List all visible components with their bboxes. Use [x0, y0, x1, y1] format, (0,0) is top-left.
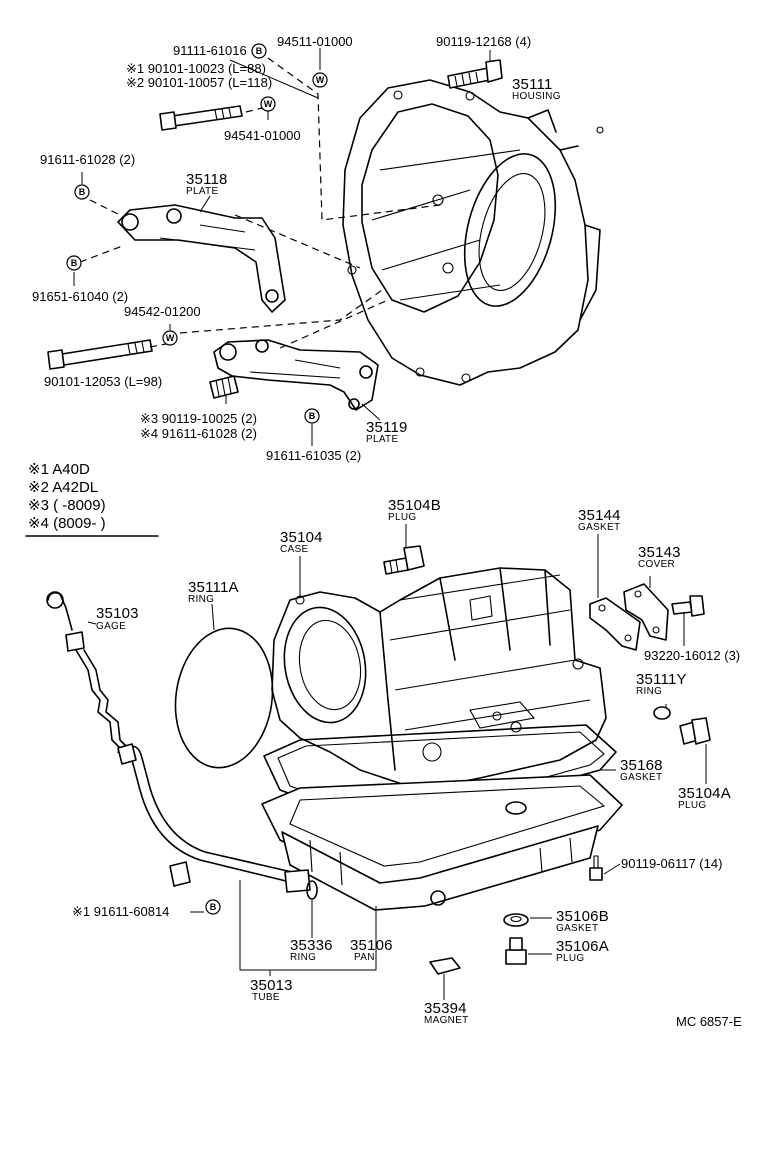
plug-35104b-part-name: PLUG — [388, 512, 417, 523]
tube-35013-part-name: TUBE — [252, 992, 280, 1003]
ring-35111a-drawing — [174, 627, 274, 769]
tube-gage-drawing — [46, 591, 311, 893]
bolt-note1-label: ※1 90101-10023 (L=88) — [126, 61, 266, 76]
plug-35104a-part-number: 35104A — [678, 785, 731, 802]
ring-35336-part-number: 35336 — [290, 937, 333, 954]
bolt-91651-61040-label: 91651-61040 (2) — [32, 289, 129, 304]
bolt-badge-icon: B — [210, 902, 217, 912]
cover-35143-part-name: COVER — [638, 559, 676, 570]
bolt-91611-61035-label: 91611-61035 (2) — [266, 448, 362, 463]
legend-note-3: ※3 ( -8009) — [28, 497, 106, 514]
bolt-90119-06117-label: 90119-06117 (14) — [621, 856, 723, 871]
case-part-name: CASE — [280, 544, 309, 555]
gasket-35106b-part-name: GASKET — [556, 923, 599, 934]
stud-note4-label: ※4 91611-61028 (2) — [140, 426, 257, 441]
plate-35119-part-name: PLATE — [366, 434, 399, 445]
plug-35106a-part-name: PLUG — [556, 953, 585, 964]
washer-badge-icon: W — [264, 99, 273, 109]
ring-35336-drawing — [306, 880, 318, 900]
bolt-badge-icon: B — [71, 258, 78, 268]
ring-35111y-part-name: RING — [636, 686, 663, 697]
bolt-90119-06117-drawing — [589, 855, 603, 881]
bolt-note2-label: ※2 90101-10057 (L=118) — [126, 75, 273, 90]
magnet-35394-part-number: 35394 — [424, 1000, 467, 1017]
bolt-badge-icon: B — [79, 187, 86, 197]
ring-35111a-part-name: RING — [188, 594, 215, 605]
bolt-91611-60814-label: ※1 91611-60814 — [72, 904, 170, 919]
ring-35336-part-name: RING — [290, 952, 317, 963]
bolt-90119-12168-drawing — [447, 59, 503, 89]
case-part-number: 35104 — [280, 529, 323, 546]
stud-drawing — [209, 375, 239, 399]
tube-35013-part-number: 35013 — [250, 977, 293, 994]
plate-35119-part-number: 35119 — [366, 419, 408, 436]
plug-35104b-part-number: 35104B — [388, 497, 441, 514]
plug-35104a-drawing — [679, 717, 711, 745]
figure-code: MC 6857-E — [676, 1014, 742, 1029]
bolt-91111-61016-drawing — [159, 105, 243, 131]
legend-note-1: ※1 A40D — [28, 461, 90, 478]
magnet-35394-part-name: MAGNET — [424, 1015, 469, 1026]
bolt-90101-12053-drawing — [47, 339, 153, 370]
plate-35118-part-number: 35118 — [186, 171, 228, 188]
plate-35119-drawing — [213, 339, 379, 411]
gasket-35144-part-name: GASKET — [578, 522, 621, 533]
ring-35111y-drawing — [653, 706, 671, 720]
stud-note3-label: ※3 90119-10025 (2) — [140, 411, 257, 426]
plug-35104a-part-name: PLUG — [678, 800, 707, 811]
cover-35143-part-number: 35143 — [638, 544, 681, 561]
gasket-35106b-drawing — [503, 913, 529, 927]
washer-94511-01000-label: 94511-01000 — [277, 34, 353, 49]
washer-badge-icon: W — [166, 333, 175, 343]
gasket-35106b-part-number: 35106B — [556, 908, 609, 925]
washer-94541-01000-label: 94541-01000 — [224, 128, 301, 143]
pan-35106-part-number: 35106 — [350, 937, 393, 954]
bolt-93220-16012-label: 93220-16012 (3) — [644, 648, 741, 663]
ring-35111a-part-number: 35111A — [188, 579, 239, 596]
housing-part-name: HOUSING — [512, 91, 561, 102]
bolt-91111-61016-label: 91111-61016 — [173, 43, 247, 58]
gasket-35144-drawing — [589, 597, 641, 651]
plate-35118-drawing — [117, 204, 286, 313]
bolt-badge-icon: B — [256, 46, 263, 56]
housing-part-number: 35111 — [512, 76, 553, 93]
cover-35143-drawing — [623, 583, 669, 641]
plug-35104b-drawing — [383, 545, 425, 575]
pan-drawing — [261, 774, 623, 911]
legend-note-4: ※4 (8009- ) — [28, 515, 106, 532]
magnet-35394-drawing — [429, 957, 461, 975]
gage-35103-part-name: GAGE — [96, 621, 127, 632]
housing-drawing — [342, 79, 604, 386]
bolt-91611-61028-label: 91611-61028 (2) — [40, 152, 136, 167]
case-drawing — [271, 567, 607, 791]
gage-35103-part-number: 35103 — [96, 605, 139, 622]
pan-35106-part-name: PAN — [354, 952, 375, 963]
gasket-35168-part-number: 35168 — [620, 757, 663, 774]
bolt-badge-icon: B — [309, 411, 316, 421]
ring-35111y-part-number: 35111Y — [636, 671, 687, 688]
washer-94542-01200-label: 94542-01200 — [124, 304, 201, 319]
bolt-90101-12053-label: 90101-12053 (L=98) — [44, 374, 163, 389]
legend-note-2: ※2 A42DL — [28, 479, 99, 496]
washer-badge-icon: W — [316, 75, 325, 85]
assembly-lines-upper — [79, 57, 441, 349]
badges: B W W B B W B B — [66, 43, 328, 915]
bolt-90119-12168-label: 90119-12168 (4) — [436, 34, 532, 49]
leader-lines — [73, 48, 707, 1000]
plug-35106a-part-number: 35106A — [556, 938, 609, 955]
gasket-35144-part-number: 35144 — [578, 507, 621, 524]
bolt-93220-drawing — [671, 595, 705, 617]
gasket-35168-part-name: GASKET — [620, 772, 663, 783]
plate-35118-part-name: PLATE — [186, 186, 219, 197]
plug-35106a-drawing — [505, 937, 527, 965]
